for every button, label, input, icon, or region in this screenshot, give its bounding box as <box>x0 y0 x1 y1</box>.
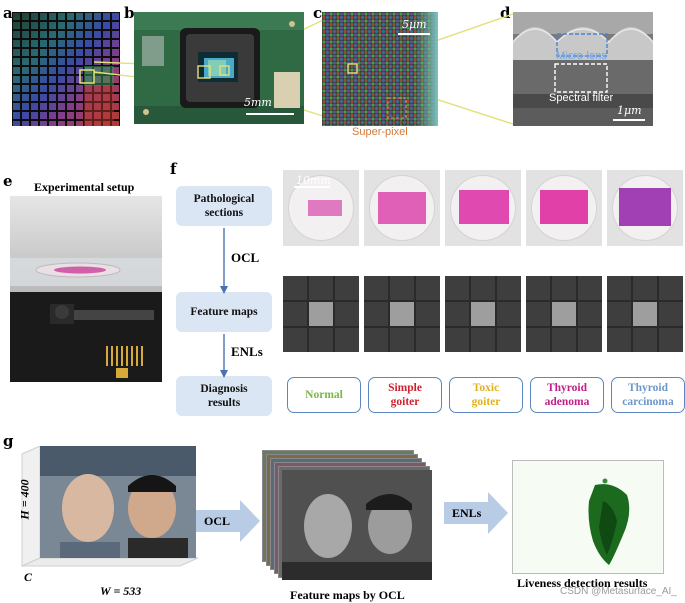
panel-letter-g: g <box>3 432 14 450</box>
input-face-photo <box>40 446 196 558</box>
experimental-setup-photo <box>10 196 162 382</box>
diagnosis-thyroid-adenoma-label: Thyroid adenoma <box>544 382 590 408</box>
dish-simple-goiter <box>364 170 440 246</box>
pixel-grid-image <box>12 12 120 126</box>
super-pixel-box <box>387 97 407 119</box>
highlight-box-b <box>197 65 211 79</box>
height-label-wrap: H = 400 <box>18 448 32 558</box>
dish-thyroid-carcinoma <box>607 170 683 246</box>
flow-box-pathological-sections: Pathological sections <box>176 186 272 226</box>
enls-arrow-label: ENLs <box>452 506 482 520</box>
highlight-box-a <box>79 69 95 84</box>
flow-box-feature-maps-label: Feature maps <box>190 306 258 318</box>
super-pixel-image <box>322 12 438 126</box>
panel-letter-b: b <box>124 4 135 22</box>
micro-lens-label: Micro-lens <box>556 50 607 62</box>
panel-letter-d: d <box>500 4 511 22</box>
flow-ocl-label: OCL <box>231 250 260 265</box>
feature-map-stack <box>262 450 442 584</box>
sem-cross-section-photo: Micro-lens Spectral filter 1μm <box>513 12 653 126</box>
panel-letter-f: f <box>170 160 177 178</box>
feature-map-normal <box>283 276 359 352</box>
scale-bar-c: 5μm <box>402 18 427 31</box>
scale-bar-d: 1μm <box>617 104 642 117</box>
setup-image <box>10 196 162 382</box>
dish-toxic-goiter <box>445 170 521 246</box>
spectral-filter-label: Spectral filter <box>549 92 614 104</box>
flow-box-feature-maps: Feature maps <box>176 292 272 332</box>
diagnosis-simple-goiter-label: Simple goiter <box>388 382 422 408</box>
channel-label: C <box>24 570 33 584</box>
input-face-image <box>40 446 196 558</box>
diagnosis-simple-goiter: Simple goiter <box>368 377 442 413</box>
feature-map-top <box>282 470 432 580</box>
diagnosis-normal-label: Normal <box>305 389 343 401</box>
sensor-board-photo: 5mm <box>134 12 304 124</box>
feature-map-thyroid-adenoma <box>526 276 602 352</box>
sem-image <box>513 12 653 126</box>
enls-arrow <box>444 492 508 534</box>
super-pixel-label: Super-pixel <box>352 126 408 138</box>
flow-arrows <box>220 228 228 378</box>
highlight-box-c <box>347 63 358 74</box>
ocl-arrow <box>196 500 260 542</box>
spectral-filter-box <box>554 63 608 93</box>
panel-letter-c: c <box>313 4 323 22</box>
feature-map-simple-goiter <box>364 276 440 352</box>
width-label: W = 533 <box>100 584 142 598</box>
diagnosis-thyroid-carcinoma-label: Thyroid carcinoma <box>622 382 674 408</box>
feature-maps-caption: Feature maps by OCL <box>290 588 405 602</box>
feature-map-toxic-goiter <box>445 276 521 352</box>
ocl-arrow-label: OCL <box>204 514 231 528</box>
super-pixel-photo: 5μm <box>322 12 438 126</box>
height-label: H = 400 <box>17 479 32 520</box>
diagnosis-thyroid-carcinoma: Thyroid carcinoma <box>611 377 685 413</box>
experimental-setup-title: Experimental setup <box>34 180 135 194</box>
dish-thyroid-adenoma <box>526 170 602 246</box>
pixel-grid-photo <box>12 12 120 126</box>
diagnosis-thyroid-adenoma: Thyroid adenoma <box>530 377 604 413</box>
panel-letter-a: a <box>3 4 13 22</box>
flow-box-diagnosis-results-label: Diagnosis results <box>200 383 248 409</box>
flow-enls-label: ENLs <box>231 344 263 359</box>
liveness-caption: Liveness detection results <box>517 576 648 590</box>
input-cube <box>21 446 199 567</box>
scale-bar-b: 5mm <box>244 96 272 109</box>
scale-bar-f-line <box>294 186 330 188</box>
micro-lens-box <box>556 33 608 57</box>
panel-letter-e: e <box>3 172 13 190</box>
diagnosis-normal: Normal <box>287 377 361 413</box>
sensor-board-image <box>134 12 304 124</box>
diagnosis-toxic-goiter-label: Toxic goiter <box>471 382 501 408</box>
liveness-heatmap <box>588 478 630 565</box>
feature-map-thyroid-carcinoma <box>607 276 683 352</box>
scale-bar-f: 10mm <box>296 174 331 187</box>
flow-box-pathological-sections-label: Pathological sections <box>193 193 255 219</box>
liveness-result-image <box>512 460 664 574</box>
watermark: CSDN @Metasurface_AI_ <box>560 586 677 597</box>
flow-box-diagnosis-results: Diagnosis results <box>176 376 272 416</box>
diagnosis-toxic-goiter: Toxic goiter <box>449 377 523 413</box>
